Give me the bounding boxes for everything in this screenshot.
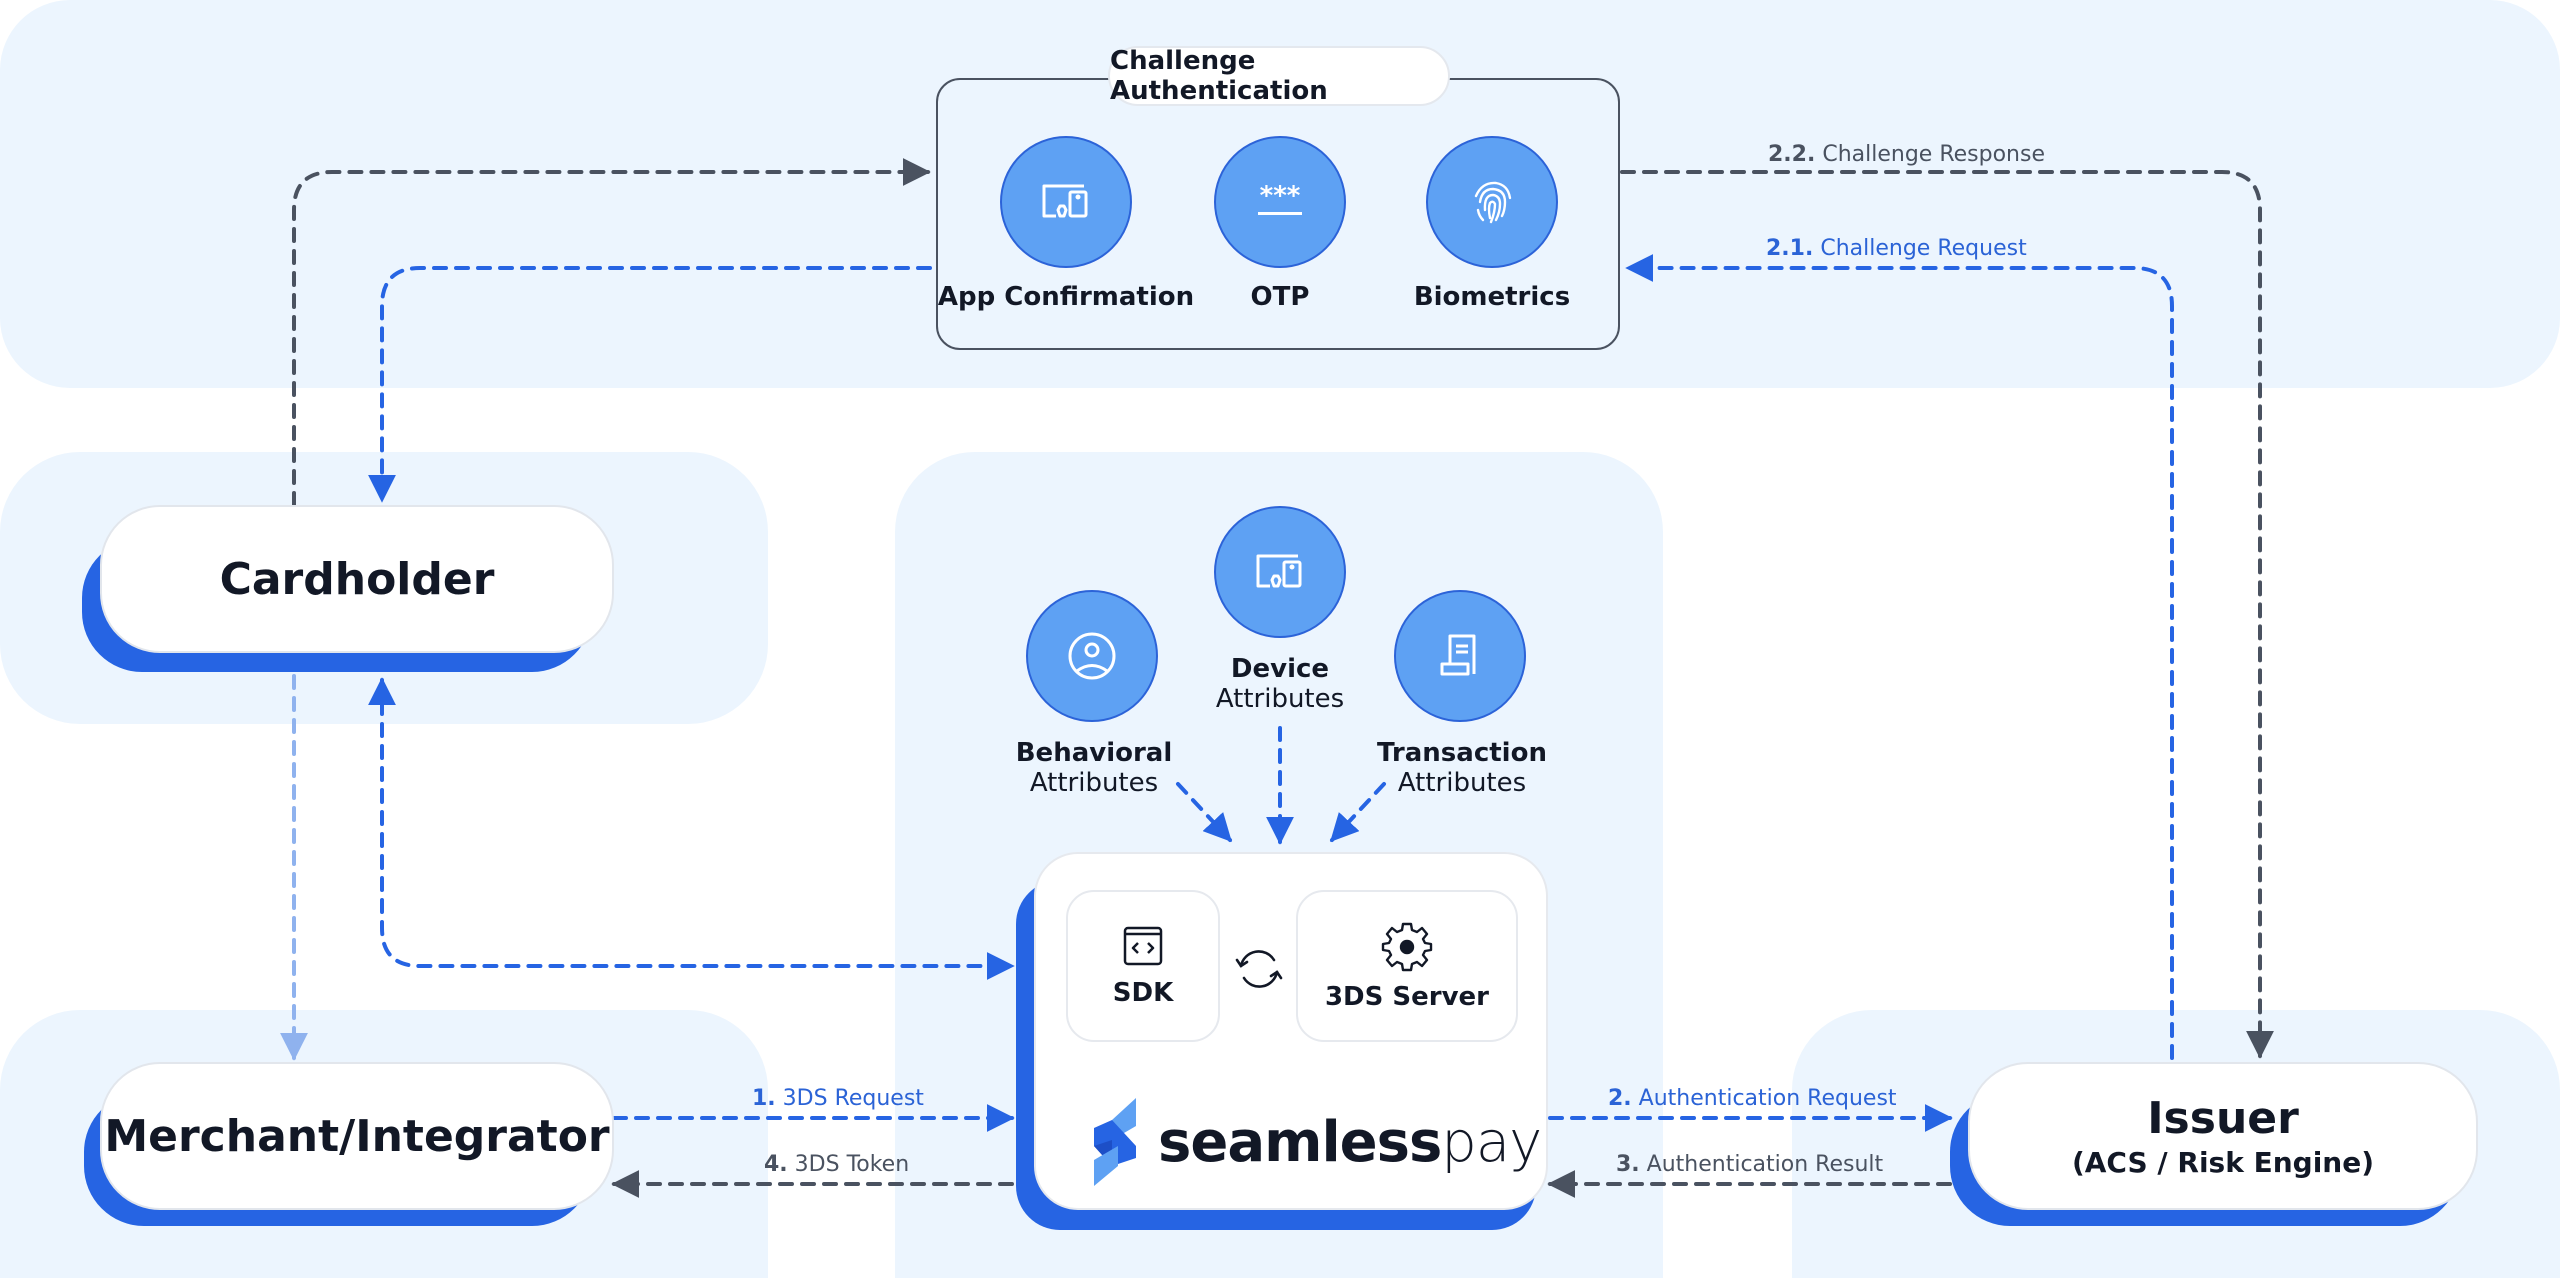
sdk-label: SDK: [1112, 978, 1174, 1008]
flow-label-auth-request: 2. Authentication Request: [1608, 1086, 1897, 1111]
svg-text:***: ***: [1260, 181, 1301, 211]
challenge-authentication-title: Challenge Authentication: [1108, 46, 1450, 106]
user-circle-icon: [1068, 632, 1116, 680]
devices-icon: [1256, 554, 1302, 588]
code-window-icon: [1123, 926, 1163, 966]
issuer-title: Issuer: [2147, 1093, 2299, 1144]
seamlesspay-logo-icon: [1094, 1098, 1136, 1186]
flow-label-auth-result: 3. Authentication Result: [1616, 1152, 1884, 1177]
password-icon: ***: [1258, 181, 1302, 215]
otp-label: OTP: [1250, 282, 1310, 312]
biometrics-label: Biometrics: [1413, 282, 1571, 312]
cardholder-title: Cardholder: [219, 553, 495, 605]
behavioral-attributes-circle: [1026, 590, 1158, 722]
seamlesspay-wordmark: seamlesspay: [1158, 1109, 1542, 1175]
app-confirmation-circle: [1000, 136, 1132, 268]
fingerprint-icon: [1474, 181, 1512, 224]
app-confirmation-label: App Confirmation: [937, 282, 1195, 312]
3ds-server-card[interactable]: 3DS Server: [1296, 890, 1518, 1042]
flow-label-3ds-request: 1. 3DS Request: [752, 1086, 924, 1111]
issuer-subtitle: (ACS / Risk Engine): [2071, 1146, 2375, 1179]
devices-icon: [1042, 184, 1088, 218]
flow-label-challenge-response: 2.2. Challenge Response: [1768, 142, 2045, 167]
flow-label-challenge-request: 2.1. Challenge Request: [1766, 236, 2027, 261]
receipt-icon: [1440, 634, 1476, 676]
flow-label-3ds-token: 4. 3DS Token: [764, 1152, 910, 1177]
biometrics-circle: [1426, 136, 1558, 268]
sdk-card[interactable]: SDK: [1066, 890, 1220, 1042]
device-attributes-circle: [1214, 506, 1346, 638]
transaction-attributes-circle: [1394, 590, 1526, 722]
merchant-title: Merchant/Integrator: [104, 1110, 610, 1162]
seamlesspay-logo: seamlesspay: [1090, 1098, 1542, 1186]
otp-circle: ***: [1214, 136, 1346, 268]
sync-icon: [1235, 950, 1283, 988]
3ds-server-label: 3DS Server: [1324, 982, 1490, 1012]
gear-icon: [1381, 922, 1433, 972]
